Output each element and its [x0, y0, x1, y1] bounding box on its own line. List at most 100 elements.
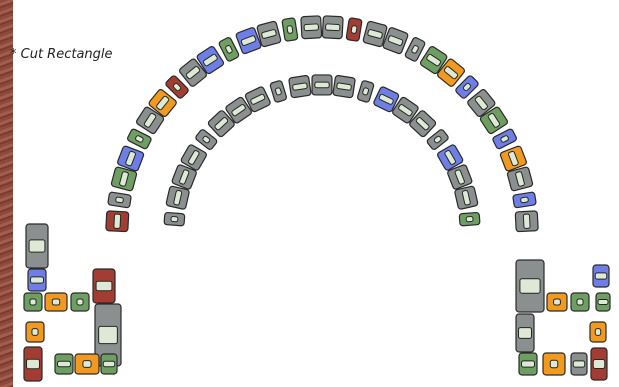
- outer-arch-brick: [467, 89, 496, 117]
- outer-arch-brick: [235, 27, 262, 55]
- outer-arch-brick: [512, 191, 537, 209]
- brick-slot: [125, 150, 136, 167]
- brick-slot: [303, 23, 319, 32]
- brick-slot: [185, 66, 201, 80]
- inner-arch-brick: [163, 211, 186, 227]
- brick-slot: [173, 190, 183, 206]
- brick-slot: [515, 171, 525, 187]
- brick-slot: [572, 360, 586, 368]
- brick-slot: [411, 45, 419, 54]
- brick-slot: [225, 45, 233, 54]
- outer-arch-brick: [404, 37, 426, 62]
- brick-slot: [292, 82, 308, 91]
- brick-slot: [143, 112, 157, 128]
- inner-arch-brick: [269, 80, 287, 103]
- inner-arch-brick: [195, 129, 218, 150]
- brick-slot: [336, 82, 352, 91]
- brick-slot: [26, 358, 40, 370]
- left-base-brick: [92, 268, 116, 304]
- outer-arch-brick: [345, 17, 363, 42]
- brick-slot: [170, 216, 179, 223]
- brick-slot: [261, 29, 277, 39]
- brick-slot: [461, 190, 471, 206]
- outer-arch-brick: [514, 210, 539, 233]
- left-base-brick: [44, 292, 68, 312]
- brick-slot: [378, 93, 394, 105]
- outer-arch-brick: [437, 58, 465, 87]
- left-base-brick: [25, 321, 45, 343]
- inner-arch-brick: [392, 96, 419, 124]
- outer-arch-brick: [179, 58, 207, 87]
- inner-arch-brick: [454, 185, 479, 210]
- brick-slot: [115, 196, 124, 204]
- outer-arch-brick: [281, 17, 299, 42]
- inner-arch-brick: [207, 110, 235, 138]
- outer-arch-brick: [382, 27, 409, 55]
- right-base-brick: [595, 292, 611, 312]
- brick-slot: [367, 29, 383, 39]
- brick-slot: [28, 239, 46, 253]
- brick-slot: [487, 112, 501, 128]
- right-base-brick: [592, 264, 610, 288]
- outer-arch-brick: [218, 37, 240, 62]
- outer-arch-brick: [256, 20, 282, 48]
- brick-slot: [172, 82, 182, 92]
- brick-slot: [325, 23, 341, 32]
- brick-slot: [362, 87, 370, 96]
- inner-arch-brick: [373, 86, 400, 113]
- left-base-brick: [23, 292, 43, 312]
- inner-arch-brick: [288, 75, 312, 99]
- brick-slot: [518, 327, 532, 339]
- outer-arch-brick: [455, 75, 479, 99]
- outer-arch-brick: [165, 75, 189, 99]
- brick-slot: [240, 35, 257, 46]
- brick-slot: [57, 360, 71, 368]
- brick-slot: [576, 298, 584, 306]
- brick-slot: [274, 87, 282, 96]
- brick-slot: [102, 360, 116, 368]
- brick-slot: [95, 280, 113, 292]
- brick-slot: [500, 135, 509, 143]
- left-base-brick: [25, 223, 49, 269]
- brick-slot: [433, 135, 442, 144]
- brick-slot: [214, 117, 229, 131]
- inner-arch-brick: [409, 110, 437, 138]
- brick-slot: [202, 53, 218, 67]
- brick-slot: [508, 150, 519, 167]
- brick-slot: [519, 278, 541, 294]
- brick-slot: [82, 360, 92, 368]
- outer-arch-brick: [107, 191, 132, 209]
- left-base-brick: [27, 268, 47, 292]
- right-base-brick: [570, 292, 590, 312]
- right-base-brick: [515, 313, 535, 353]
- outer-arch-brick: [321, 15, 344, 40]
- left-base-brick: [70, 292, 90, 312]
- outer-arch-brick: [136, 106, 165, 135]
- outer-arch-brick: [196, 46, 225, 75]
- brick-slot: [474, 95, 488, 111]
- inner-arch-brick: [165, 185, 190, 210]
- brick-slot: [398, 104, 413, 117]
- outer-arch-brick: [117, 145, 145, 172]
- right-base-brick: [518, 352, 538, 376]
- brick-slot: [286, 25, 294, 34]
- brick-slot: [387, 35, 404, 46]
- inner-arch-brick: [180, 144, 207, 171]
- right-base-brick: [546, 292, 568, 312]
- outer-arch-brick: [110, 166, 138, 192]
- brick-slot: [350, 25, 358, 34]
- brick-slot: [179, 169, 190, 185]
- brick-slot: [51, 298, 61, 306]
- left-base-brick: [100, 353, 118, 375]
- inner-arch-brick: [171, 164, 197, 190]
- outer-arch-brick: [148, 89, 177, 117]
- right-base-brick: [542, 352, 566, 376]
- brick-slot: [520, 196, 529, 204]
- brick-slot: [119, 171, 129, 187]
- inner-arch-brick: [447, 164, 473, 190]
- brick-slot: [135, 135, 144, 143]
- inner-arch-brick: [311, 74, 333, 96]
- inner-arch-brick: [225, 96, 252, 124]
- outer-arch-brick: [419, 46, 448, 75]
